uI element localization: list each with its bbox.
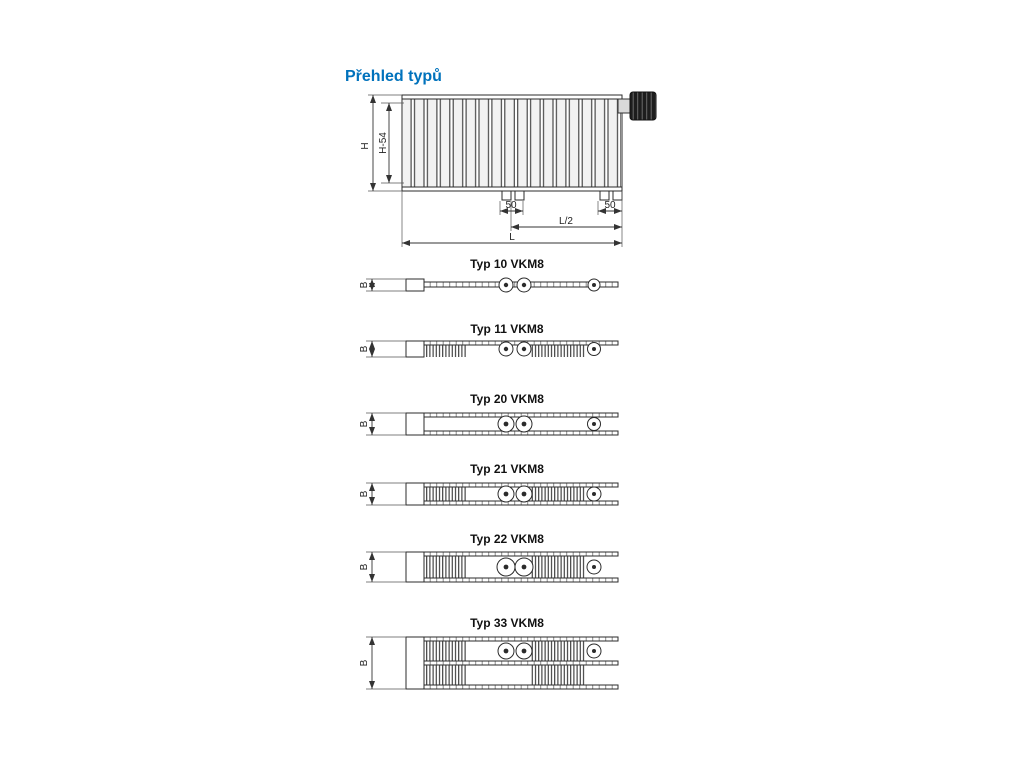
bottom-connections: [501, 190, 623, 201]
section-title: Typ 20 VKM8: [470, 392, 544, 406]
height-extension-lines: [368, 94, 404, 192]
mid-connection: [497, 415, 533, 433]
section-title: Typ 21 VKM8: [470, 462, 544, 476]
valve-nut: [617, 98, 631, 114]
section-typ-21: Typ 21 VKM8 B: [359, 462, 619, 506]
section-typ-33: Typ 33 VKM8 B: [359, 616, 619, 690]
connection-center: [521, 282, 527, 288]
panel-top: [423, 551, 619, 557]
connection-center: [521, 648, 527, 654]
connection-center: [503, 491, 509, 497]
connection-center: [521, 421, 527, 427]
b-dimension-label: B: [359, 563, 370, 570]
end-block: [405, 551, 425, 583]
convector-fins: [530, 556, 586, 578]
convector-fins: [530, 345, 586, 357]
convector-fins: [424, 487, 466, 501]
end-block: [405, 412, 425, 436]
h54-dimension-label: H-54: [378, 132, 389, 154]
panel-middle: [423, 660, 619, 666]
panel-top: [423, 636, 619, 642]
b-dimension-label: B: [359, 659, 370, 666]
section-title: Typ 10 VKM8: [470, 257, 544, 271]
connection-center: [521, 491, 527, 497]
connection-center: [521, 564, 527, 570]
valve-knob: [629, 91, 657, 121]
thermostatic-valve: [617, 91, 657, 121]
offset-left-label: 50: [505, 200, 517, 211]
length-label: L: [509, 232, 515, 243]
right-connection: [586, 559, 602, 575]
section-typ-10: Typ 10 VKM8 B: [359, 257, 619, 293]
end-block: [405, 482, 425, 506]
end-block: [405, 278, 425, 292]
connection-center: [503, 648, 509, 654]
section-title: Typ 22 VKM8: [470, 532, 544, 546]
connection-center: [521, 346, 527, 352]
right-connection: [587, 278, 601, 292]
connection-center: [592, 422, 596, 426]
b-dimension-label: B: [359, 281, 370, 288]
end-block: [405, 636, 425, 690]
right-connection: [587, 342, 601, 356]
mid-connection: [497, 642, 533, 660]
convector-fins: [424, 556, 466, 578]
panel-bottom: [423, 684, 619, 690]
connection-center: [592, 283, 596, 287]
section-title: Typ 33 VKM8: [470, 616, 544, 630]
section-typ-20: Typ 20 VKM8 B: [359, 392, 619, 436]
right-connection: [586, 643, 602, 659]
convector-fins: [424, 665, 466, 685]
convector-fins: [530, 665, 586, 685]
convector-fins: [424, 641, 466, 661]
section-typ-11: Typ 11 VKM8 B: [359, 322, 619, 358]
b-dimension-label: B: [359, 490, 370, 497]
h-dimension-label: H: [360, 142, 371, 149]
connection-center: [503, 346, 509, 352]
connection-center: [503, 564, 509, 570]
connection-center: [592, 347, 596, 351]
convector-fins: [530, 641, 586, 661]
b-dimension-label: B: [359, 345, 370, 352]
mid-connection: [498, 277, 532, 293]
right-connection: [586, 486, 602, 502]
b-dimension-label: B: [359, 420, 370, 427]
mid-connection: [496, 557, 534, 577]
radiator-fins: [403, 99, 621, 187]
page-title: Přehled typů: [345, 68, 442, 85]
front-view: H H-54 50 50 L/2 L: [360, 91, 657, 247]
right-connection: [587, 417, 601, 431]
connection-center: [592, 565, 596, 569]
half-length-label: L/2: [559, 216, 573, 227]
connection-center: [503, 421, 509, 427]
offset-right-label: 50: [604, 200, 616, 211]
connection-center: [592, 649, 596, 653]
panel-bottom: [423, 577, 619, 583]
connection-center: [592, 492, 596, 496]
convector-fins: [424, 345, 466, 357]
convector-fins: [530, 487, 586, 501]
radiator-outline: [401, 94, 623, 192]
end-block: [405, 340, 425, 358]
mid-connection: [498, 341, 532, 357]
radiator-header-lines: [402, 98, 622, 188]
section-typ-22: Typ 22 VKM8 B: [359, 532, 619, 583]
connection-center: [503, 282, 509, 288]
mid-connection: [497, 485, 533, 503]
section-title: Typ 11 VKM8: [470, 322, 543, 336]
